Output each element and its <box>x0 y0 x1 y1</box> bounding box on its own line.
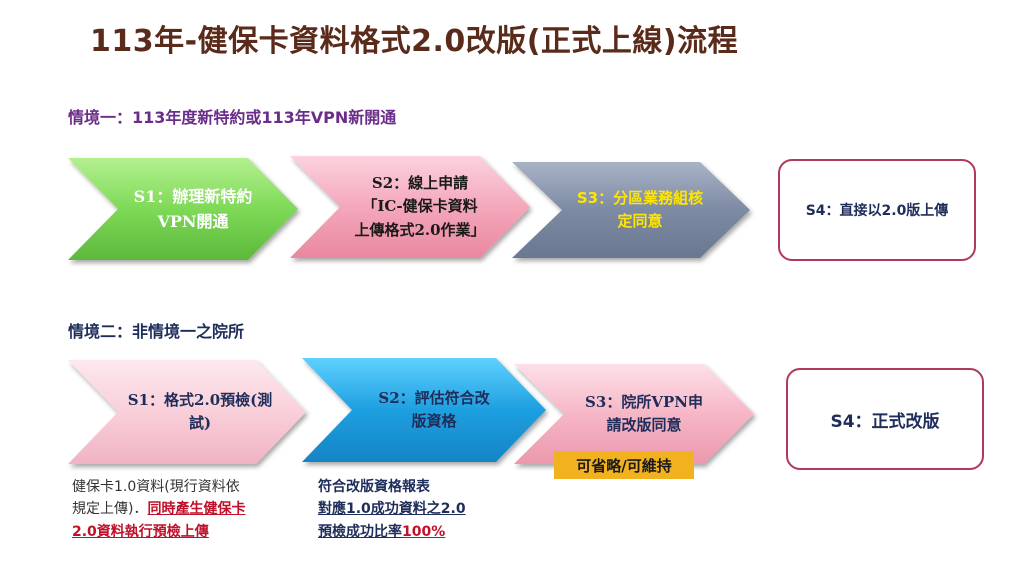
scenario1-heading: 情境一：113年度新特約或113年VPN新開通 <box>68 108 397 127</box>
note-left: 健保卡1.0資料(現行資料依 規定上傳)．同時產生健保卡 2.0資料執行預檢上傳 <box>72 479 246 540</box>
optional-badge: 可省略/可維持 <box>554 451 694 479</box>
s4-box: S4：直接以2.0版上傳 <box>778 159 976 261</box>
s1-arrow <box>68 158 298 260</box>
s1-label: S1：辦理新特約 VPN開通 <box>133 187 253 231</box>
s4b-label: S4：正式改版 <box>830 411 940 432</box>
s2-label: S2：線上申請 「IC-健保卡資料 上傳格式2.0作業」 <box>354 174 486 239</box>
s2b-label: S2：評估符合改 版資格 <box>378 388 490 430</box>
page-title: 113年-健保卡資料格式2.0改版(正式上線)流程 <box>90 24 739 59</box>
s4-label: S4：直接以2.0版上傳 <box>805 203 949 219</box>
s2b-arrow <box>302 358 546 462</box>
scenario2-heading: 情境二：非情境一之院所 <box>68 322 245 341</box>
s1b-arrow <box>68 360 306 464</box>
s3b-arrow <box>514 364 754 464</box>
s3-label: S3：分區業務組核 定同意 <box>576 188 704 230</box>
s3b-label: S3：院所VPN申 請改版同意 <box>585 392 703 434</box>
s2-arrow <box>290 156 530 258</box>
s4b-box: S4：正式改版 <box>786 368 984 470</box>
s1b-label: S1：格式2.0預檢(測 試) <box>127 390 273 432</box>
s3-arrow <box>512 162 750 258</box>
note-mid: 符合改版資格報表 對應1.0成功資料之2.0 預檢成功比率100% <box>318 479 466 540</box>
